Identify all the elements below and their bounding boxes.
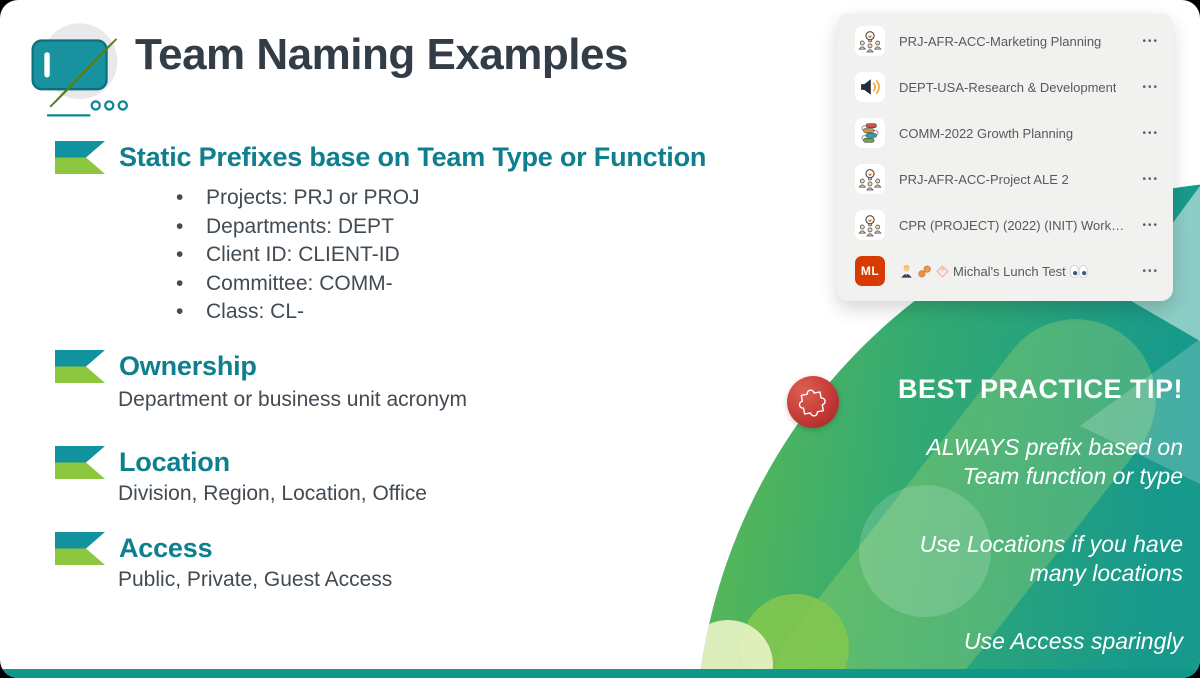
tip-text: ALWAYS prefix based on Team function or … xyxy=(926,434,1183,490)
team-row[interactable]: PRJ-AFR-ACC-Marketing Planning ••• xyxy=(837,18,1173,64)
team-name: CPR (PROJECT) (2022) (INIT) Workspa... xyxy=(899,217,1129,233)
team-name: PRJ-AFR-ACC-Project ALE 2 xyxy=(899,171,1069,187)
roadmap-icon xyxy=(855,118,885,148)
speaker-icon xyxy=(855,72,885,102)
section-heading: Access xyxy=(119,533,213,563)
more-options-icon[interactable]: ••• xyxy=(1142,35,1159,47)
bottom-accent-bar xyxy=(0,669,1200,678)
decor-circle xyxy=(859,485,991,617)
section-location: Location xyxy=(55,446,230,479)
section-body: Division, Region, Location, Office xyxy=(118,482,427,505)
section-ownership: Ownership xyxy=(55,350,257,383)
section-heading: Location xyxy=(119,447,230,477)
tip-text: Use Locations if you have many locations xyxy=(919,530,1183,587)
section-static-prefixes: Static Prefixes base on Team Type or Fun… xyxy=(55,141,706,174)
office-worker-emoji-icon xyxy=(899,264,914,279)
tip-heading: BEST PRACTICE TIP! xyxy=(897,374,1183,404)
more-options-icon[interactable]: ••• xyxy=(1142,81,1159,93)
teams-list-panel: PRJ-AFR-ACC-Marketing Planning ••• DEPT-… xyxy=(837,13,1173,301)
ml-avatar: ML xyxy=(855,256,885,286)
bullet-item: Projects: PRJ or PROJ xyxy=(176,184,420,213)
section-body: Public, Private, Guest Access xyxy=(118,568,393,591)
section-access: Access xyxy=(55,532,213,565)
pencil-note-icon xyxy=(31,23,128,117)
bullet-item: Client ID: CLIENT-ID xyxy=(176,241,420,270)
eyes-emoji-icon xyxy=(1069,264,1088,279)
team-row[interactable]: COMM-2022 Growth Planning ••• xyxy=(837,110,1173,156)
team-row[interactable]: DEPT-USA-Research & Development ••• xyxy=(837,64,1173,110)
more-options-icon[interactable]: ••• xyxy=(1142,265,1159,277)
tip-text: Use Access sparingly xyxy=(963,627,1183,654)
bullet-item: Committee: COMM- xyxy=(176,270,420,299)
flag-icon xyxy=(55,350,105,383)
prefix-bullet-list: Projects: PRJ or PROJ Departments: DEPT … xyxy=(176,184,420,327)
brainstorm-icon xyxy=(855,26,885,56)
puzzle-badge xyxy=(787,376,839,428)
more-options-icon[interactable]: ••• xyxy=(1142,127,1159,139)
team-name: PRJ-AFR-ACC-Marketing Planning xyxy=(899,33,1102,49)
team-name: Michal's Lunch Test xyxy=(953,263,1066,279)
brainstorm-icon xyxy=(855,164,885,194)
flag-icon xyxy=(55,141,105,174)
flag-icon xyxy=(55,532,105,565)
puzzle-piece-icon xyxy=(798,389,826,417)
team-name: DEPT-USA-Research & Development xyxy=(899,79,1117,95)
label-tag-emoji-icon xyxy=(935,264,950,279)
best-practice-tip-panel: BEST PRACTICE TIP! ALWAYS prefix based o… xyxy=(853,374,1183,678)
more-options-icon[interactable]: ••• xyxy=(1142,173,1159,185)
section-heading: Static Prefixes base on Team Type or Fun… xyxy=(119,142,707,172)
more-options-icon[interactable]: ••• xyxy=(1142,219,1159,231)
team-row[interactable]: PRJ-AFR-ACC-Project ALE 2 ••• xyxy=(837,156,1173,202)
flag-icon xyxy=(55,446,105,479)
brainstorm-icon xyxy=(855,210,885,240)
page-title: Team Naming Examples xyxy=(135,30,628,79)
peanuts-emoji-icon xyxy=(917,264,932,279)
team-row[interactable]: CPR (PROJECT) (2022) (INIT) Workspa... •… xyxy=(837,202,1173,248)
section-body: Department or business unit acronym xyxy=(118,388,467,411)
team-row[interactable]: ML xyxy=(837,248,1173,294)
section-heading: Ownership xyxy=(119,351,257,381)
team-name: COMM-2022 Growth Planning xyxy=(899,125,1074,141)
bullet-item: Departments: DEPT xyxy=(176,213,420,242)
bullet-item: Class: CL- xyxy=(176,298,420,327)
